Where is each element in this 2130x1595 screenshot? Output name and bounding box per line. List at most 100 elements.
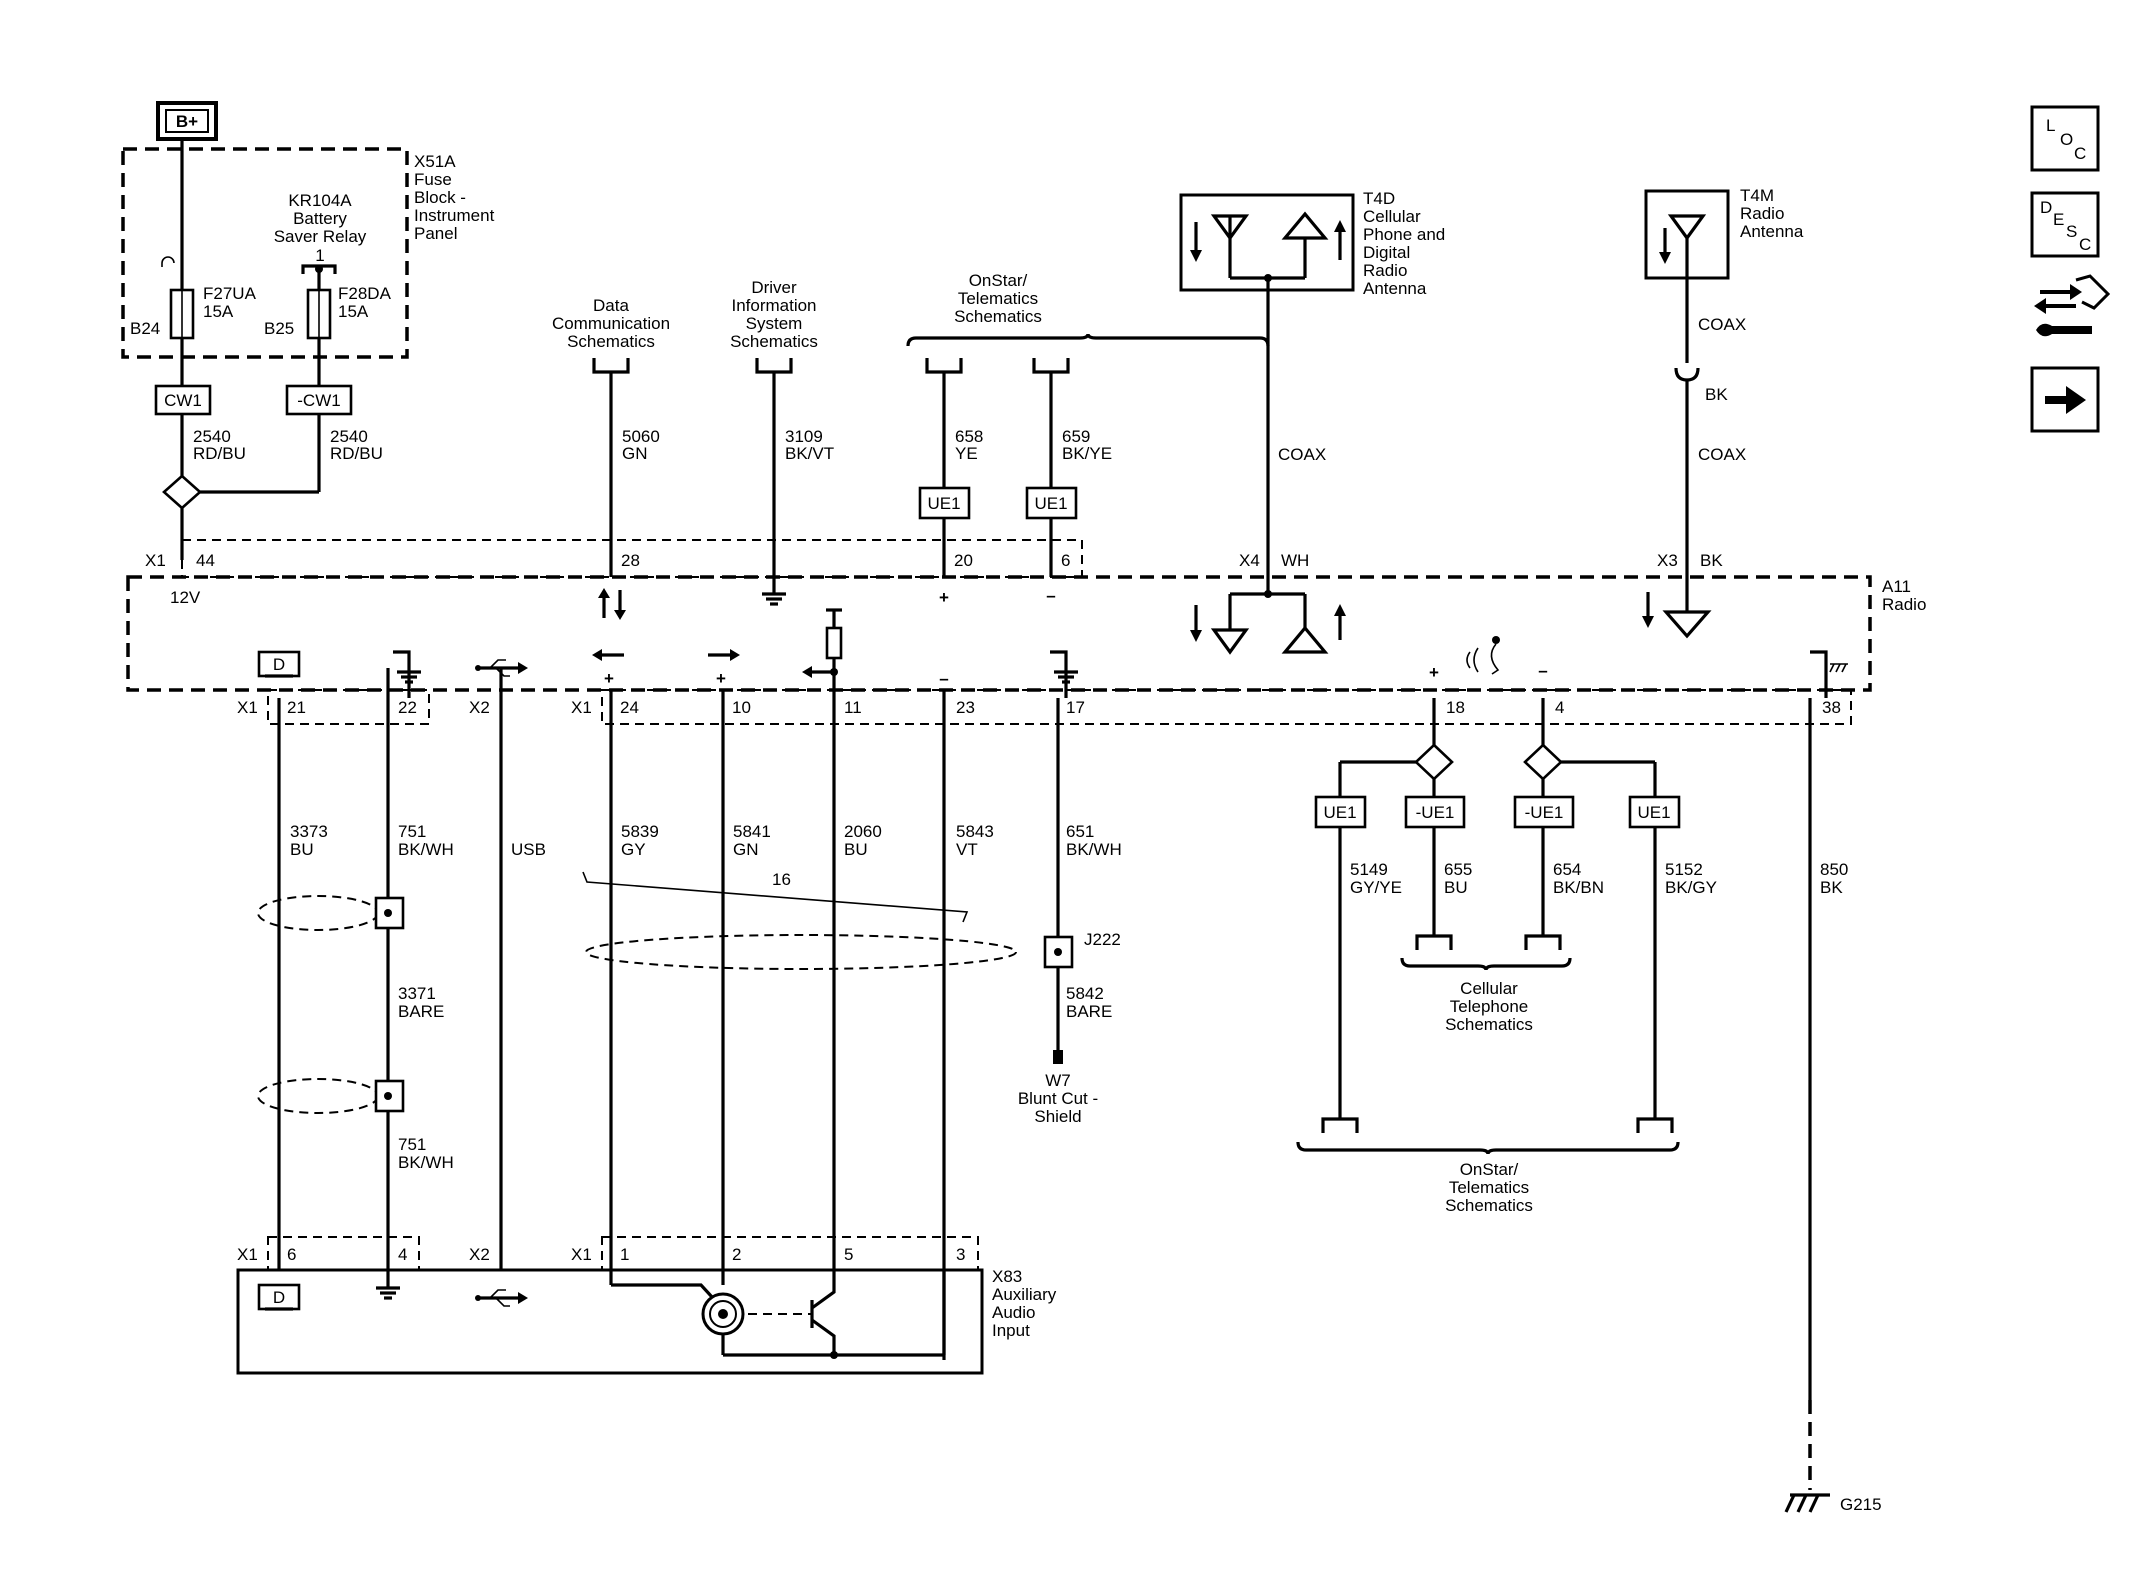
svg-text:X83: X83 [992, 1267, 1022, 1286]
svg-text:UE1: UE1 [1323, 803, 1356, 822]
svg-text:4: 4 [398, 1245, 407, 1264]
svg-text:-CW1: -CW1 [297, 391, 340, 410]
svg-text:System: System [746, 314, 803, 333]
svg-text:–: – [1046, 586, 1055, 605]
svg-text:OnStar/: OnStar/ [969, 271, 1028, 290]
svg-text:X1: X1 [571, 1245, 592, 1264]
svg-text:BK/GY: BK/GY [1665, 878, 1717, 897]
svg-text:+: + [604, 669, 614, 688]
svg-text:-UE1: -UE1 [1525, 803, 1564, 822]
coax-label-t4d: COAX [1278, 445, 1326, 464]
svg-text:T4D: T4D [1363, 189, 1395, 208]
svg-text:Shield: Shield [1034, 1107, 1081, 1126]
svg-text:11: 11 [844, 698, 862, 717]
svg-text:21: 21 [287, 698, 306, 717]
svg-text:X1: X1 [237, 1245, 258, 1264]
wire-2540-color-a: RD/BU [193, 444, 246, 463]
svg-text:5843: 5843 [956, 822, 994, 841]
svg-text:Cellular: Cellular [1460, 979, 1518, 998]
wire-3109-num: 3109 [785, 427, 823, 446]
svg-text:1: 1 [620, 1245, 629, 1264]
option-not-ue1-654: -UE1 [1513, 795, 1575, 829]
svg-text:Schematics: Schematics [1445, 1015, 1533, 1034]
svg-text:Radio: Radio [1740, 204, 1784, 223]
svg-text:WH: WH [1281, 551, 1309, 570]
svg-text:10: 10 [732, 698, 751, 717]
svg-text:–: – [1538, 661, 1547, 680]
svg-text:Data: Data [593, 296, 629, 315]
svg-text:6: 6 [1061, 551, 1070, 570]
svg-text:+: + [716, 669, 726, 688]
svg-text:+: + [1429, 663, 1439, 682]
relay-line-2: Battery [293, 209, 347, 228]
ref-onstar-bottom[interactable]: OnStar/ Telematics Schematics [1296, 1117, 1680, 1215]
svg-text:Blunt Cut -: Blunt Cut - [1018, 1089, 1098, 1108]
shield-oval-1 [257, 895, 379, 931]
svg-text:Audio: Audio [992, 1303, 1035, 1322]
loc-button[interactable]: L O C [2030, 105, 2100, 172]
desc-button[interactable]: D E S C [2030, 191, 2100, 258]
svg-text:2: 2 [732, 1245, 741, 1264]
ref-cellular-telephone[interactable]: Cellular Telephone Schematics [1400, 934, 1572, 1034]
svg-text:Phone and: Phone and [1363, 225, 1445, 244]
svg-text:UE1: UE1 [1637, 803, 1670, 822]
svg-text:Schematics: Schematics [730, 332, 818, 351]
usb-icon [475, 659, 528, 677]
audio-out-right-icon: + [708, 649, 740, 688]
svg-text:751: 751 [398, 1135, 426, 1154]
option-ue1-5149: UE1 [1314, 795, 1367, 829]
svg-text:5149: 5149 [1350, 860, 1388, 879]
bk-label: BK [1705, 385, 1728, 404]
option-ue1-658: UE1 [918, 486, 971, 520]
svg-text:+: + [939, 588, 949, 607]
connector-icon[interactable] [2034, 274, 2111, 337]
svg-text:6: 6 [287, 1245, 296, 1264]
svg-text:BK/BN: BK/BN [1553, 878, 1604, 897]
wire-659-color: BK/YE [1062, 444, 1112, 463]
relay-line-3: Saver Relay [274, 227, 367, 246]
svg-text:VT: VT [956, 840, 978, 859]
svg-text:5841: 5841 [733, 822, 771, 841]
ref-data-communication[interactable]: Data Communication Schematics [552, 296, 670, 374]
splice-j222-label: J222 [1084, 930, 1121, 949]
fuse-block-line-1: X51A [414, 152, 456, 171]
speaker-voice-icon [1466, 636, 1500, 675]
fuse-block-x51a: X51A Fuse Block - Instrument Panel KR104… [121, 139, 495, 387]
svg-text:T4M: T4M [1740, 186, 1774, 205]
svg-text:Radio: Radio [1363, 261, 1407, 280]
fuse-f27ua-pin: B24 [130, 319, 160, 338]
svg-text:GY/YE: GY/YE [1350, 878, 1402, 897]
svg-text:44: 44 [196, 551, 215, 570]
svg-text:Telematics: Telematics [1449, 1178, 1529, 1197]
svg-text:A11: A11 [1882, 577, 1911, 596]
wire-659-num: 659 [1062, 427, 1090, 446]
svg-text:Driver: Driver [751, 278, 797, 297]
svg-text:L: L [2046, 116, 2055, 135]
svg-text:28: 28 [621, 551, 640, 570]
svg-text:Schematics: Schematics [1445, 1196, 1533, 1215]
svg-text:X4: X4 [1239, 551, 1260, 570]
usb-icon-aux [475, 1289, 528, 1307]
ref-driver-information-system[interactable]: Driver Information System Schematics [730, 278, 818, 374]
svg-text:–: – [939, 669, 948, 688]
ground-g215-label: G215 [1840, 1495, 1882, 1514]
antenna-input-t4m-icon [1642, 592, 1712, 639]
svg-text:BU: BU [1444, 878, 1468, 897]
svg-text:C: C [2079, 235, 2091, 254]
ref-onstar-top[interactable]: OnStar/ Telematics Schematics [906, 271, 1270, 374]
svg-text:Cellular: Cellular [1363, 207, 1421, 226]
display-icon-aux: D [257, 1283, 301, 1311]
svg-text:Telematics: Telematics [958, 289, 1038, 308]
fuse-block-line-2: Fuse [414, 170, 452, 189]
voltage-12v: 12V [170, 588, 201, 607]
circuit-id-cw1: CW1 [154, 384, 212, 416]
wire-2540-num-b: 2540 [330, 427, 368, 446]
svg-text:X2: X2 [469, 1245, 490, 1264]
bidirectional-data-icon [598, 588, 626, 620]
next-arrow-icon[interactable] [2030, 366, 2100, 433]
svg-text:Antenna: Antenna [1363, 279, 1427, 298]
svg-text:23: 23 [956, 698, 975, 717]
svg-text:5839: 5839 [621, 822, 659, 841]
svg-text:W7: W7 [1045, 1071, 1071, 1090]
